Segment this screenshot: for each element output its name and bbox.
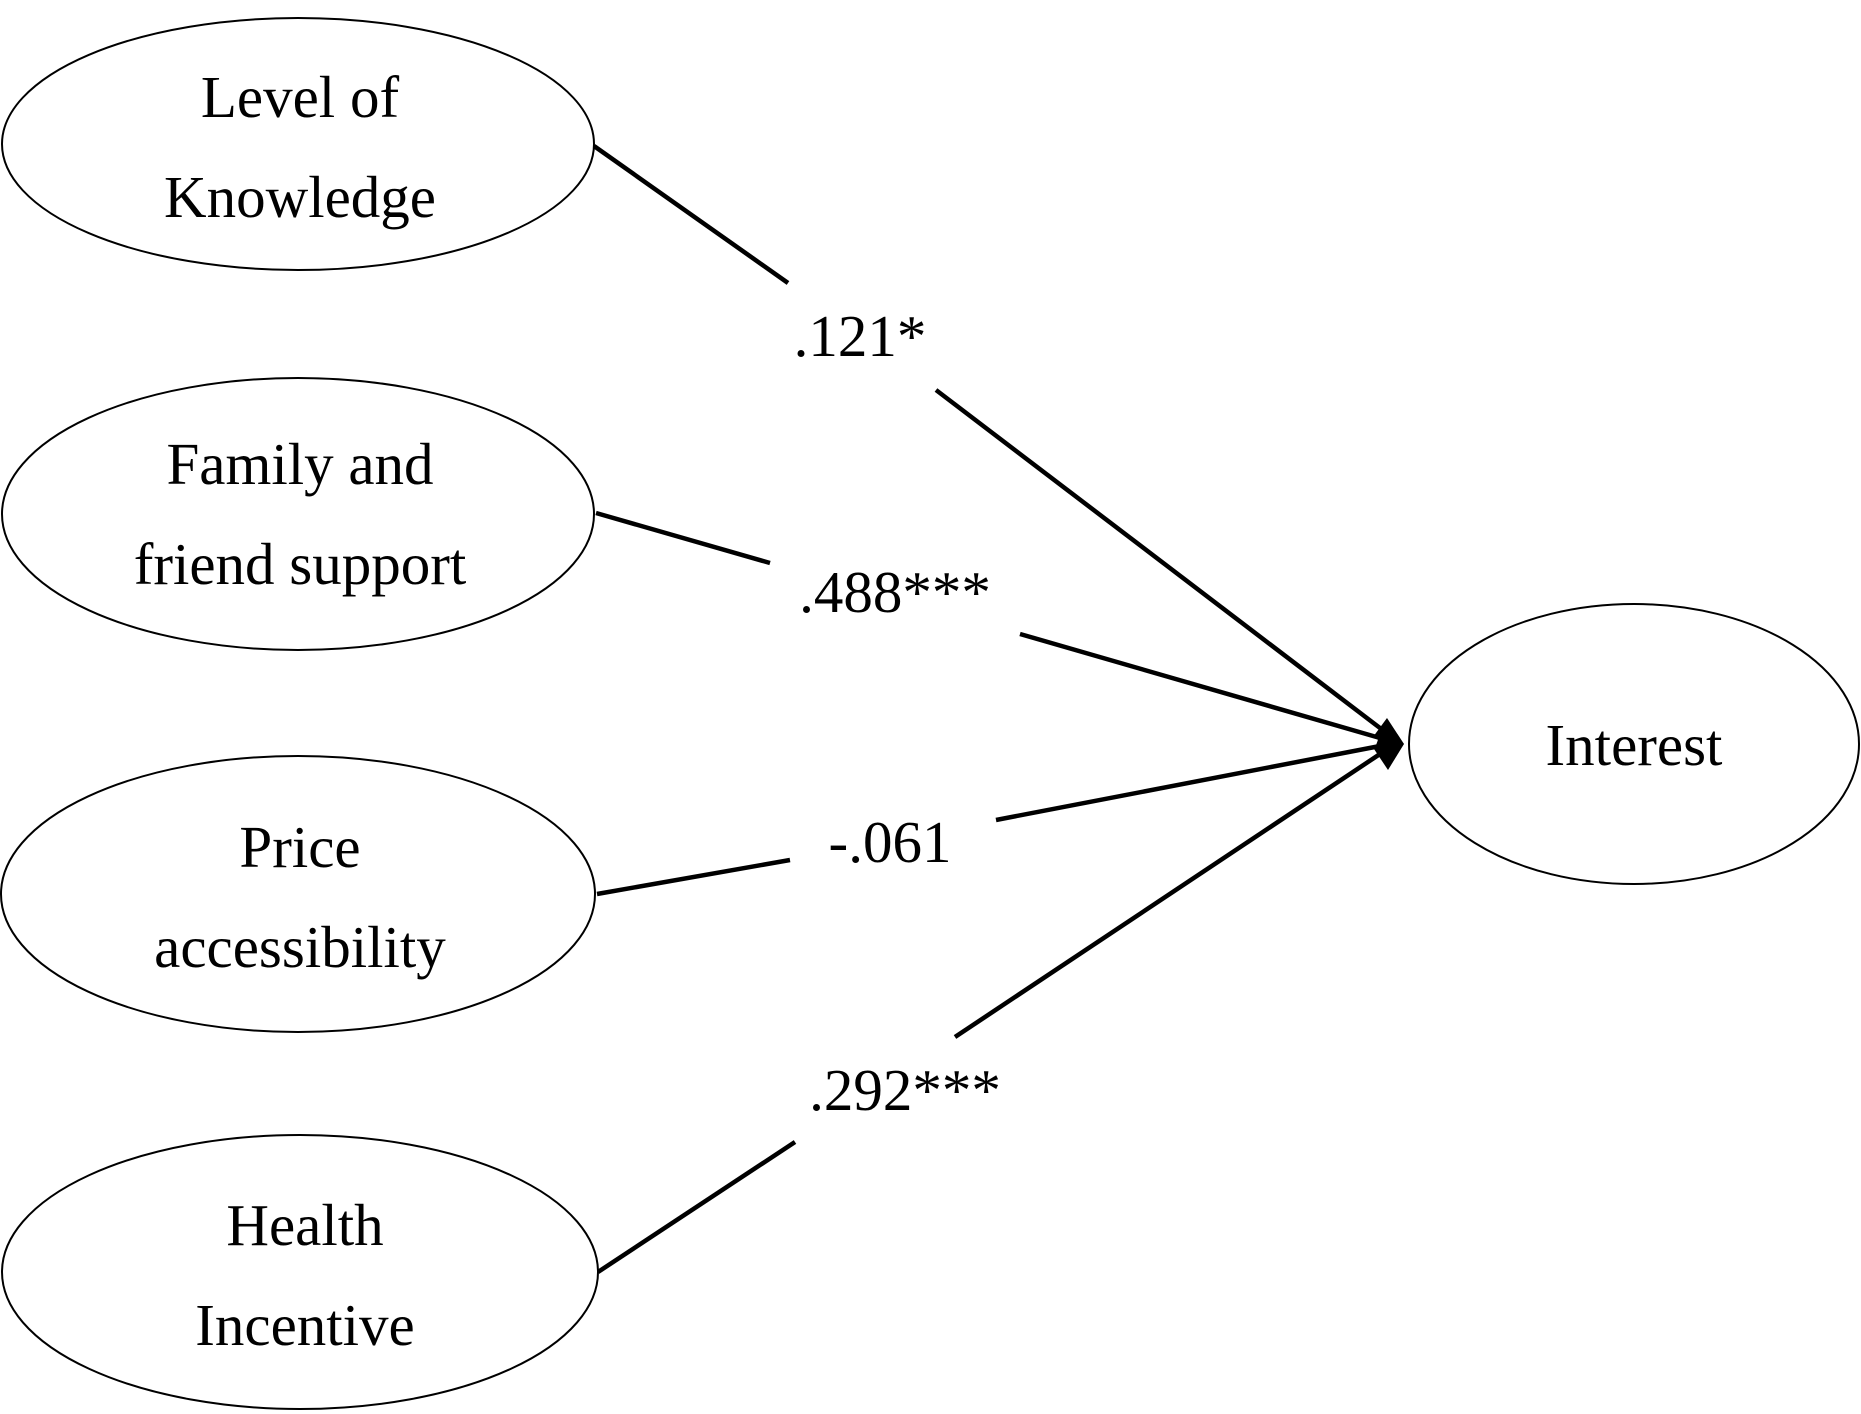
path-health-interest bbox=[596, 752, 1382, 1274]
path-coefficient: -.061 bbox=[829, 809, 952, 875]
node-label-line: Knowledge bbox=[164, 164, 436, 230]
node-label-line: Family and bbox=[166, 431, 433, 497]
node-price-accessibility: Price accessibility bbox=[0, 755, 596, 1033]
node-family-and-friend-support: Family and friend support bbox=[1, 377, 595, 651]
node-label-line: friend support bbox=[134, 531, 467, 597]
node-label-line: Health bbox=[226, 1192, 383, 1258]
node-label-line: Price bbox=[239, 814, 360, 880]
node-health-incentive: Health Incentive bbox=[1, 1134, 599, 1410]
node-label-line: Incentive bbox=[195, 1292, 415, 1358]
path-price-interest bbox=[596, 743, 1381, 897]
path-knowledge-interest bbox=[592, 144, 1382, 730]
path-coefficient: .292*** bbox=[809, 1057, 1001, 1123]
node-label-line: Interest bbox=[1546, 712, 1724, 778]
node-interest: Interest bbox=[1408, 603, 1860, 885]
node-label-line: Level of bbox=[201, 64, 400, 130]
path-family-interest bbox=[595, 510, 1381, 741]
node-label-line: accessibility bbox=[154, 914, 446, 980]
path-coefficient: .121* bbox=[794, 303, 927, 369]
arrow-head-health bbox=[1374, 744, 1404, 770]
node-level-of-knowledge: Level of Knowledge bbox=[1, 17, 595, 271]
path-coefficient: .488*** bbox=[799, 559, 991, 625]
